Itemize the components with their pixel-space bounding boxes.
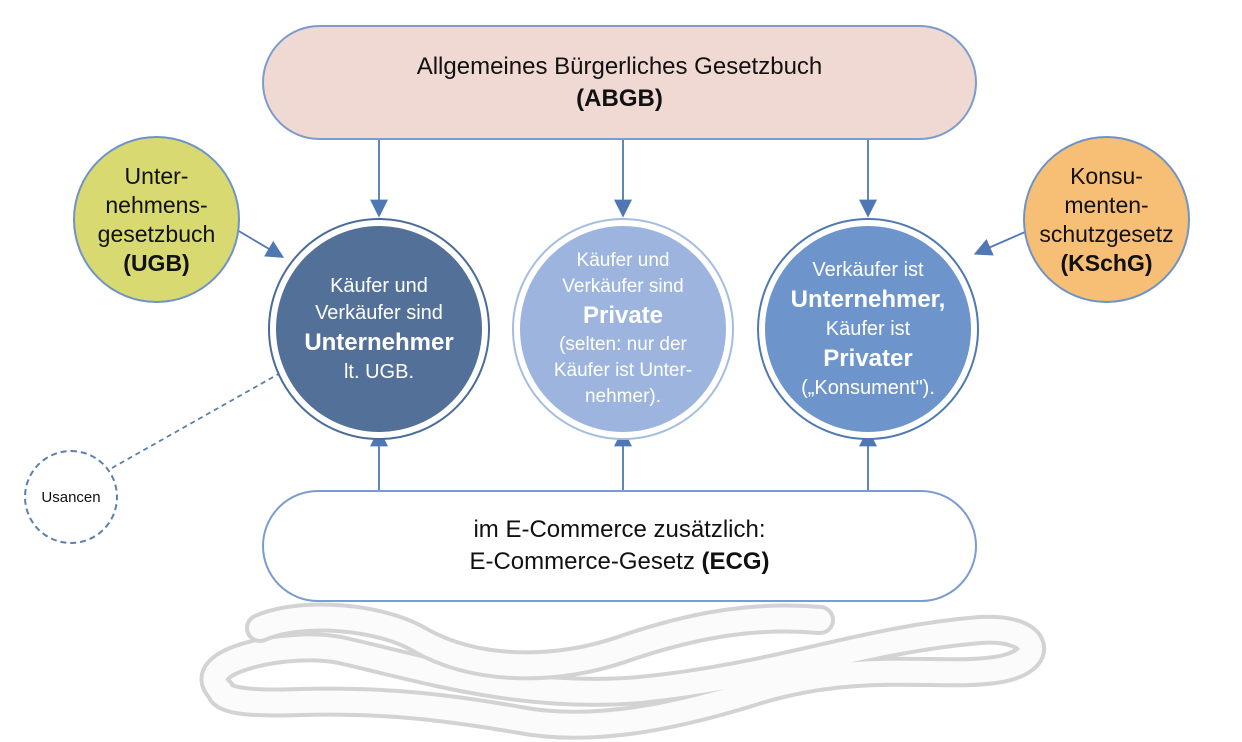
b2c-line1: Verkäufer ist: [812, 258, 924, 281]
kschg-abbr: (KSchG): [1060, 249, 1153, 276]
usancen-connector: [111, 371, 283, 469]
ugb-line3: gesetzbuch: [97, 220, 216, 247]
b2c-line3: Käufer ist: [825, 317, 911, 340]
b2b-circle: Käufer und Verkäufer sind Unternehmer lt…: [276, 226, 482, 432]
paragraph-watermark: [199, 602, 1046, 740]
ecg-abbr: (ECG): [701, 548, 770, 575]
b2b-line2: Verkäufer sind: [315, 301, 443, 324]
ugb-abbr: (UGB): [123, 249, 190, 276]
kschg-line1: Konsu-: [1070, 162, 1143, 189]
c2c-line6: nehmer).: [584, 386, 662, 407]
ecg-line1: im E-Commerce zusätzlich:: [473, 516, 766, 543]
abgb-title: Allgemeines Bürgerliches Gesetzbuch: [416, 52, 823, 80]
abgb-abbr: (ABGB): [576, 84, 663, 112]
usancen-label: Usancen: [41, 488, 101, 506]
b2c-bold2: Privater: [823, 344, 913, 372]
c2c-line5: Käufer ist Unter-: [553, 360, 693, 381]
usancen-circle: Usancen: [24, 450, 118, 544]
abgb-box: Allgemeines Bürgerliches Gesetzbuch (ABG…: [262, 25, 977, 140]
ugb-circle: Unter- nehmens- gesetzbuch (UGB): [73, 136, 240, 303]
b2b-line4: lt. UGB.: [343, 360, 414, 383]
arrow-kschg-b2c: [973, 231, 1026, 256]
b2c-circle: Verkäufer ist Unternehmer, Käufer ist Pr…: [765, 226, 971, 432]
ecg-line2-row: E-Commerce-Gesetz (ECG): [469, 546, 769, 578]
c2c-circle: Käufer und Verkäufer sind Private (selte…: [520, 226, 726, 432]
c2c-line4: (selten: nur der: [559, 334, 687, 355]
kschg-circle: Konsu- menten- schutzgesetz (KSchG): [1023, 136, 1190, 303]
arrow-ugb-b2b: [236, 229, 285, 258]
ugb-line2: nehmens-: [105, 191, 208, 218]
ecg-line2: E-Commerce-Gesetz: [469, 548, 695, 575]
c2c-line2: Verkäufer sind: [562, 276, 684, 297]
b2c-line5: („Konsument").: [801, 376, 935, 399]
kschg-line3: schutzgesetz: [1039, 220, 1174, 247]
b2c-bold1: Unternehmer,: [790, 285, 946, 313]
c2c-line1: Käufer und: [576, 250, 670, 271]
c2c-bold: Private: [582, 302, 664, 329]
ugb-line1: Unter-: [124, 162, 189, 189]
b2b-bold: Unternehmer: [304, 328, 454, 356]
ecg-box: im E-Commerce zusätzlich: E-Commerce-Ges…: [262, 490, 977, 602]
b2b-line1: Käufer und: [330, 274, 428, 297]
kschg-line2: menten-: [1064, 191, 1149, 218]
